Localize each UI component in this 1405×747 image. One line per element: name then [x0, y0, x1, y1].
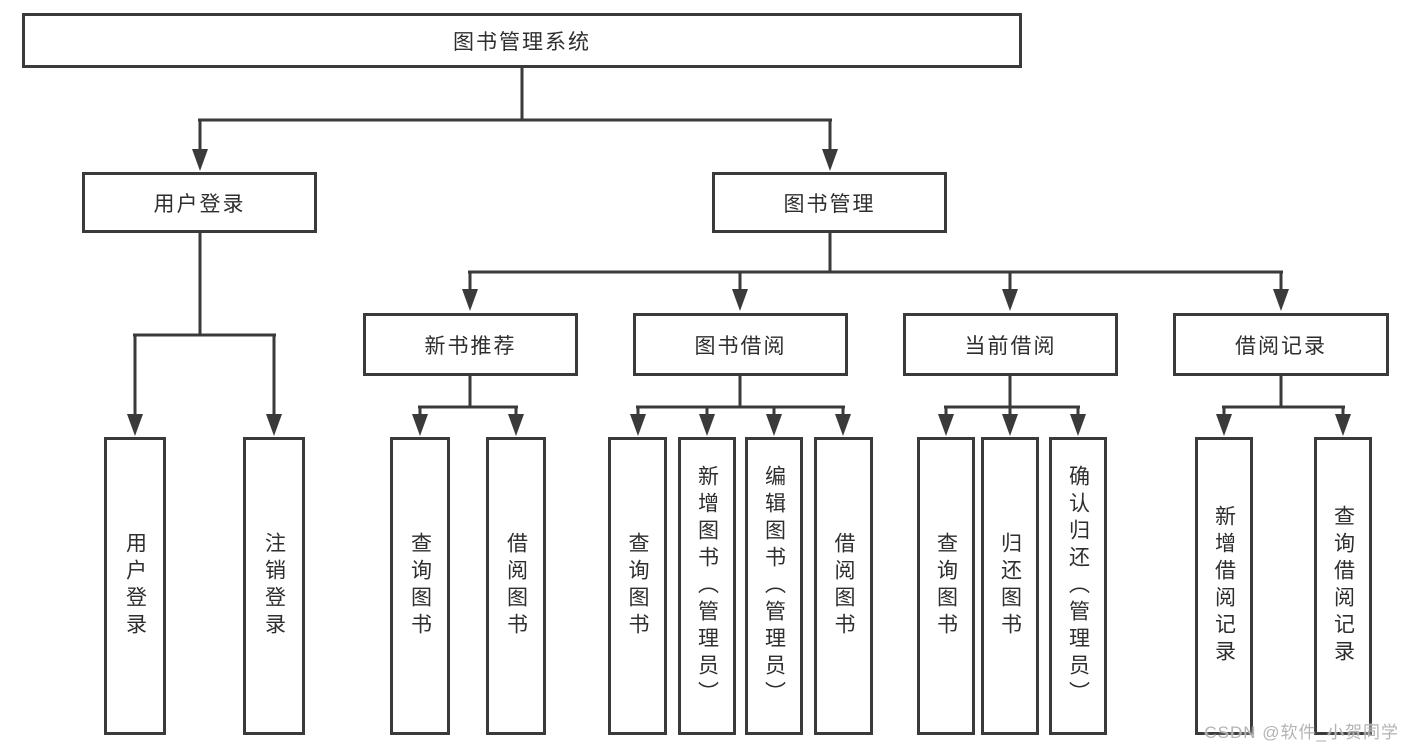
leaf-query-book-rec: 查询图书	[390, 437, 450, 735]
connector-new-book-rec-to-leaves	[412, 376, 524, 436]
node-label: 借阅记录	[1235, 334, 1327, 358]
arrowhead-icon	[266, 414, 282, 436]
arrowhead-icon	[732, 289, 748, 311]
arrowhead-icon	[835, 414, 851, 436]
node-label: 查询图书	[626, 532, 649, 640]
leaf-add-borrow-record: 新增借阅记录	[1195, 437, 1253, 735]
arrowhead-icon	[1335, 414, 1351, 436]
node-label: 编辑图书（管理员）	[762, 464, 786, 708]
leaf-confirm-return-admin: 确认归还（管理员）	[1049, 437, 1107, 735]
connector-user-login-to-leaves	[127, 233, 282, 436]
node-user-login: 用户登录	[82, 172, 317, 233]
node-label: 注销登录	[262, 532, 286, 640]
node-label: 图书管理系统	[453, 30, 591, 54]
connector-root-to-level2	[192, 68, 838, 171]
arrowhead-icon	[412, 414, 428, 436]
leaf-query-book-borrow: 查询图书	[608, 437, 667, 735]
node-label: 新书推荐	[424, 334, 517, 358]
connector-borrow-records-to-leaves	[1216, 376, 1351, 436]
arrowhead-icon	[1273, 289, 1289, 311]
node-book-mgmt: 图书管理	[712, 172, 947, 233]
arrowhead-icon	[938, 414, 954, 436]
node-label: 新增借阅记录	[1212, 505, 1236, 667]
node-label: 用户登录	[123, 532, 147, 640]
node-label: 查询借阅记录	[1331, 505, 1355, 667]
connector-book-borrow-to-leaves	[630, 376, 851, 436]
node-label: 确认归还（管理员）	[1066, 464, 1090, 708]
leaf-edit-book-admin: 编辑图书（管理员）	[745, 437, 803, 735]
arrowhead-icon	[1002, 289, 1018, 311]
node-new-book-rec: 新书推荐	[363, 313, 578, 376]
arrowhead-icon	[192, 149, 208, 171]
watermark-text: CSDN @软件_小贺同学	[1204, 723, 1399, 742]
node-label: 归还图书	[998, 532, 1022, 640]
leaf-query-book-current: 查询图书	[917, 437, 975, 735]
node-label: 用户登录	[153, 192, 246, 216]
node-label: 借阅图书	[832, 532, 855, 640]
node-label: 借阅图书	[504, 532, 528, 640]
node-root-system: 图书管理系统	[22, 13, 1022, 68]
arrowhead-icon	[127, 414, 143, 436]
leaf-borrow-book-rec: 借阅图书	[486, 437, 546, 735]
arrowhead-icon	[1002, 414, 1018, 436]
leaf-query-borrow-record: 查询借阅记录	[1314, 437, 1372, 735]
node-label: 查询图书	[934, 532, 958, 640]
node-label: 图书借阅	[694, 334, 787, 358]
node-borrow-records: 借阅记录	[1173, 313, 1389, 376]
connector-current-borrow-to-leaves	[938, 376, 1086, 436]
arrowhead-icon	[1216, 414, 1232, 436]
arrowhead-icon	[508, 414, 524, 436]
arrowhead-icon	[699, 414, 715, 436]
node-label: 查询图书	[408, 532, 432, 640]
node-label: 图书管理	[783, 192, 876, 216]
arrowhead-icon	[766, 414, 782, 436]
leaf-logout: 注销登录	[243, 437, 305, 735]
arrowhead-icon	[1070, 414, 1086, 436]
connector-book-mgmt-to-level3	[462, 233, 1289, 311]
node-label: 当前借阅	[964, 334, 1057, 358]
leaf-return-book: 归还图书	[981, 437, 1039, 735]
node-book-borrow: 图书借阅	[633, 313, 848, 376]
arrowhead-icon	[462, 289, 478, 311]
node-current-borrow: 当前借阅	[903, 313, 1118, 376]
leaf-borrow-book: 借阅图书	[814, 437, 873, 735]
node-label: 新增图书（管理员）	[695, 464, 719, 708]
arrowhead-icon	[630, 414, 646, 436]
arrowhead-icon	[822, 149, 838, 171]
leaf-add-book-admin: 新增图书（管理员）	[678, 437, 736, 735]
leaf-user-login: 用户登录	[104, 437, 166, 735]
